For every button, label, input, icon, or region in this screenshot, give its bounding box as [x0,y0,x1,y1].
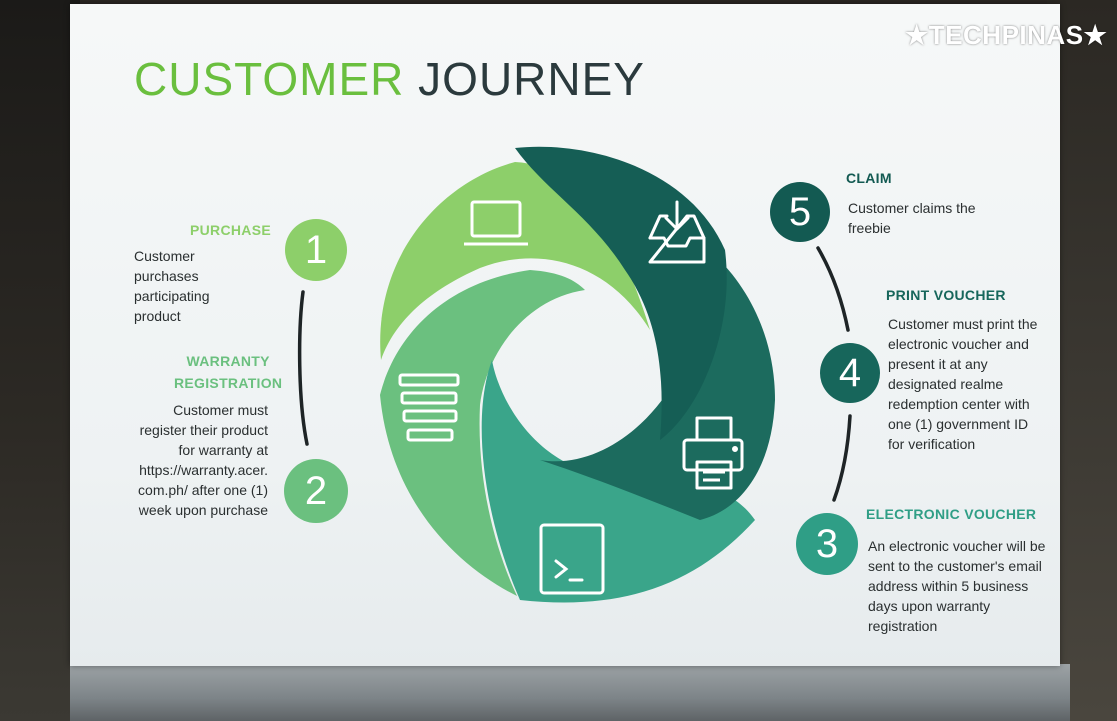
segment-registration [380,270,585,596]
step-1-number: 1 [285,219,347,281]
step-2-description: Customer must register their product for… [138,402,268,518]
page-title: CUSTOMER JOURNEY [134,52,645,106]
title-part-2: JOURNEY [418,53,645,105]
form-lines-icon [398,373,460,442]
background-floor [70,664,1070,721]
step-3-number: 3 [796,513,858,575]
step-2-label: WARRANTY REGISTRATION [174,353,283,391]
step-4-description: Customer must print the electronic vouch… [888,316,1038,452]
segment-claim [515,146,727,441]
printer-icon [682,416,744,490]
connector-right-upper [816,246,850,332]
background-left-wall [0,0,80,721]
inbox-download-icon [648,200,706,264]
watermark: ★TECHPINAS★ [905,20,1108,50]
step-3-label: ELECTRONIC VOUCHER [866,506,1037,522]
step-2-number: 2 [284,459,348,523]
step-5-number: 5 [770,182,830,242]
step-4-number: 4 [820,343,880,403]
connector-right-lower [832,414,852,502]
step-1-label: PURCHASE [190,222,271,238]
connector-left [297,290,309,446]
step-1-description: Customer purchases participating product [134,248,210,324]
title-part-1: CUSTOMER [134,53,405,105]
step-3-description: An electronic voucher will be sent to th… [868,538,1046,634]
laptop-icon [464,200,528,246]
step-5-label: CLAIM [846,170,892,186]
step-4-label: PRINT VOUCHER [886,287,1006,303]
step-5-description: Customer claims the freebie [848,200,976,236]
terminal-icon [539,523,605,595]
